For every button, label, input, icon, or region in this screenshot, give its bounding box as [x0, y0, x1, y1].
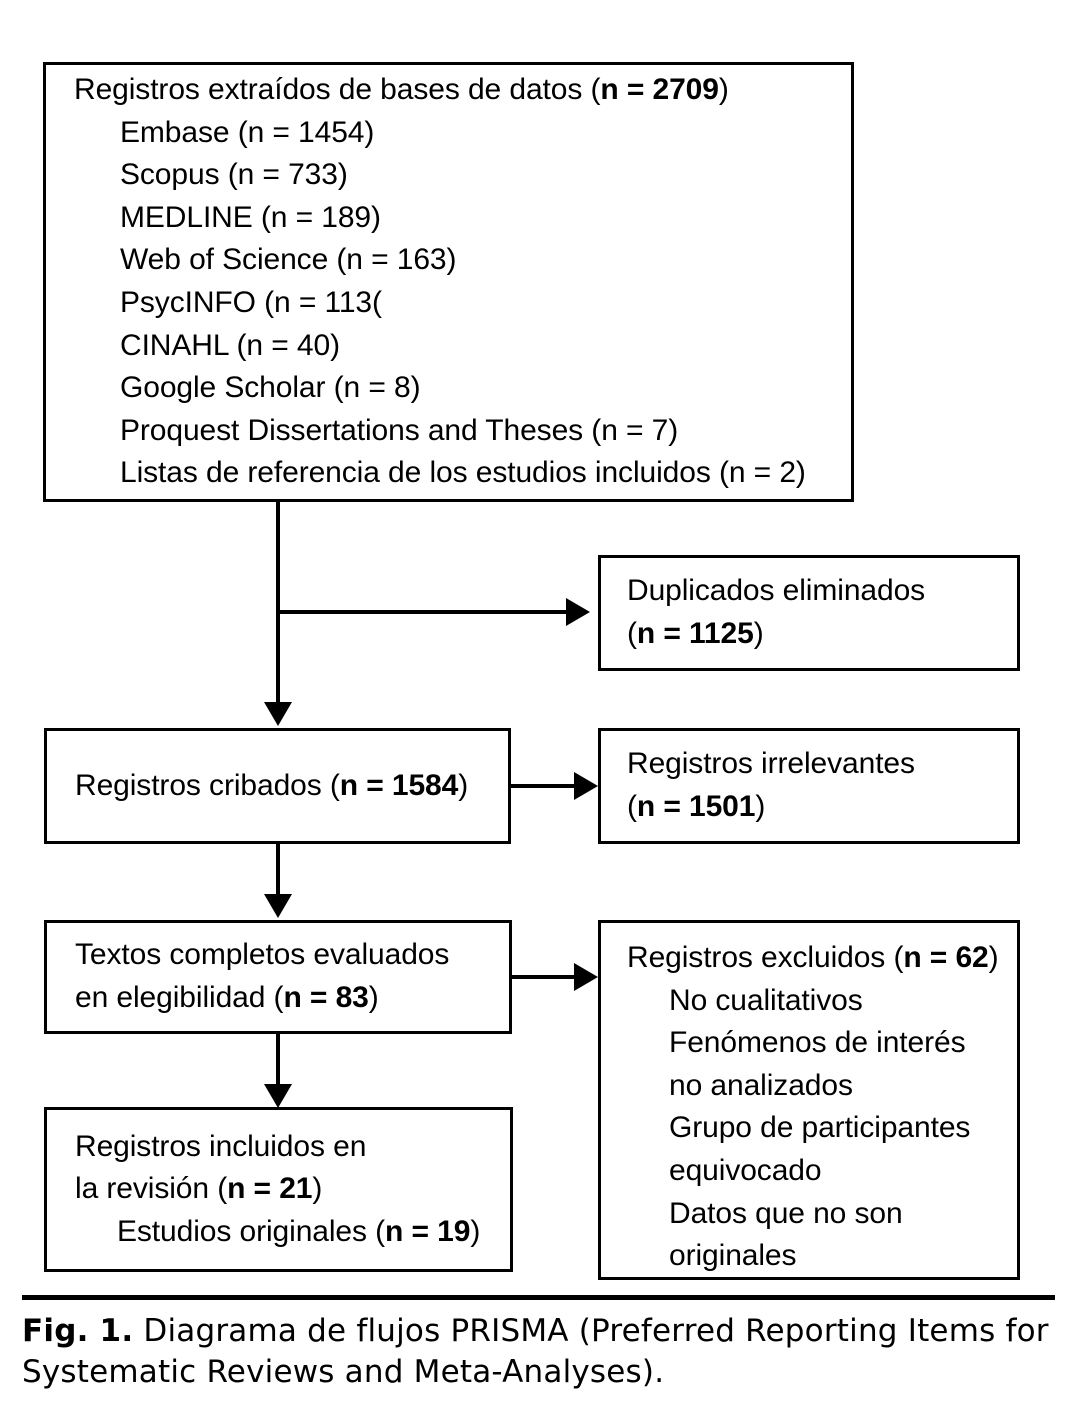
identification-header: Registros extraídos de bases de datos (n… — [74, 69, 851, 112]
eligibility-line-2: en elegibilidad (n = 83) — [75, 977, 509, 1020]
excluded-reason-2-cont: no analizados — [669, 1068, 853, 1102]
duplicates-label: Duplicados eliminados — [627, 574, 926, 608]
arrowhead-identification-to-screened — [264, 702, 292, 726]
identification-header-text: Registros extraídos de bases de datos ( — [74, 73, 601, 107]
full-text-eligibility-box: Textos completos evaluados en elegibilid… — [44, 920, 512, 1034]
excluded-paren-close: ) — [988, 941, 999, 974]
included-line-3: Estudios originales (n = 19) — [75, 1211, 510, 1254]
source-reference-lists: Listas de referencia de los estudios inc… — [120, 456, 806, 490]
records-screened-box: Registros cribados (n = 1584) — [44, 728, 511, 844]
identification-header-tail: ) — [718, 73, 729, 107]
source-web-of-science: Web of Science (n = 163) — [120, 243, 457, 277]
included-review-paren-close: ) — [312, 1172, 323, 1206]
source-psycinfo: PsycINFO (n = 113( — [120, 286, 382, 319]
excluded-reason-3-cont: equivocado — [669, 1153, 822, 1187]
duplicates-count: n = 1125 — [636, 617, 754, 650]
caption-divider — [22, 1295, 1055, 1300]
duplicates-paren-close: ) — [753, 617, 764, 650]
identification-box: Registros extraídos de bases de datos (n… — [43, 62, 854, 502]
source-scopus: Scopus (n = 733) — [120, 158, 348, 192]
irrelevant-paren-close: ) — [755, 790, 766, 823]
screened-label: Registros cribados ( — [75, 768, 340, 802]
connector-screened-to-eligibility — [276, 844, 280, 894]
screened-line: Registros cribados (n = 1584) — [75, 765, 508, 808]
included-review-label: la revisión ( — [75, 1172, 228, 1206]
arrowhead-to-duplicates — [566, 598, 590, 626]
duplicates-removed-box: Duplicados eliminados (n = 1125) — [598, 555, 1020, 671]
included-original-paren-close: ) — [470, 1214, 481, 1248]
excluded-reason-2: Fenómenos de interés — [669, 1026, 966, 1060]
included-line-2: la revisión (n = 21) — [75, 1168, 510, 1211]
arrowhead-eligibility-to-excluded — [574, 963, 598, 991]
excluded-records-box: Registros excluidos (n = 62) No cualitat… — [598, 920, 1020, 1280]
arrowhead-eligibility-to-included — [264, 1084, 292, 1108]
included-original-label: Estudios originales ( — [117, 1214, 386, 1248]
arrowhead-screened-to-irrelevant — [574, 772, 598, 800]
eligibility-count: n = 83 — [283, 981, 369, 1014]
arrowhead-screened-to-eligibility — [264, 894, 292, 918]
source-cinahl: CINAHL (n = 40) — [120, 328, 340, 362]
irrelevant-count: n = 1501 — [636, 790, 756, 823]
excluded-reason-3: Grupo de participantes — [669, 1111, 971, 1145]
irrelevant-records-box: Registros irrelevantes (n = 1501) — [598, 728, 1020, 844]
irrelevant-label: Registros irrelevantes — [627, 747, 915, 781]
figure-number-label: Fig. 1. — [22, 1313, 134, 1349]
source-embase: Embase (n = 1454) — [120, 115, 375, 149]
source-google-scholar: Google Scholar (n = 8) — [120, 371, 421, 405]
irrelevant-count-line: (n = 1501) — [627, 786, 1017, 829]
screened-paren-close: ) — [458, 768, 469, 802]
source-proquest: Proquest Dissertations and Theses (n = 7… — [120, 413, 679, 447]
included-records-box: Registros incluidos en la revisión (n = … — [44, 1107, 513, 1272]
eligibility-paren-close: ) — [368, 981, 379, 1014]
irrelevant-paren-open: ( — [627, 790, 637, 823]
excluded-reason-4: Datos que no son — [669, 1196, 903, 1230]
screened-count: n = 1584 — [339, 768, 459, 802]
figure-caption-text: Diagrama de flujos PRISMA (Preferred Rep… — [22, 1313, 1049, 1390]
duplicates-count-line: (n = 1125) — [627, 613, 1017, 656]
eligibility-label: en elegibilidad ( — [75, 981, 284, 1014]
excluded-header: Registros excluidos (n = 62) — [627, 937, 1017, 980]
excluded-count: n = 62 — [903, 941, 989, 974]
included-line-1: Registros incluidos en — [75, 1129, 367, 1163]
connector-to-duplicates — [276, 610, 566, 614]
excluded-reason-4-cont: originales — [669, 1239, 797, 1273]
duplicates-paren-open: ( — [627, 617, 637, 650]
connector-eligibility-to-included — [276, 1034, 280, 1084]
excluded-label: Registros excluidos ( — [627, 941, 904, 974]
included-original-count: n = 19 — [385, 1214, 471, 1248]
connector-screened-to-irrelevant — [511, 784, 574, 788]
connector-identification-to-screened — [276, 502, 280, 704]
identification-header-count: n = 2709 — [600, 73, 719, 107]
eligibility-line-1: Textos completos evaluados — [75, 938, 450, 972]
included-review-count: n = 21 — [227, 1172, 313, 1206]
source-medline: MEDLINE (n = 189) — [120, 200, 381, 234]
figure-caption: Fig. 1. Diagrama de flujos PRISMA (Prefe… — [22, 1311, 1062, 1393]
connector-eligibility-to-excluded — [512, 975, 574, 979]
excluded-reason-1: No cualitativos — [669, 983, 863, 1017]
